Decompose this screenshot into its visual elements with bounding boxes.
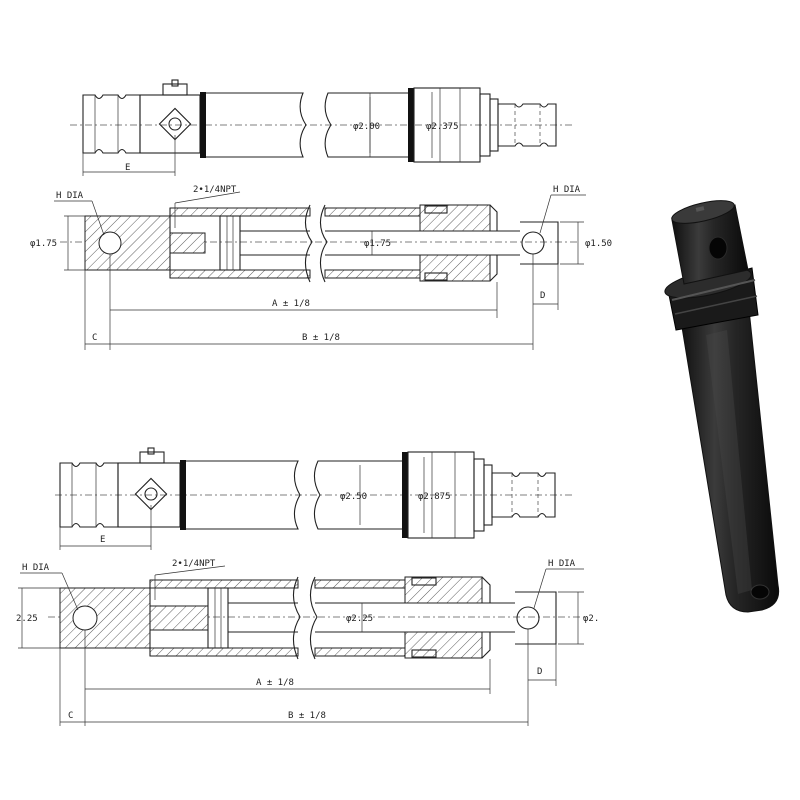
bottom-dim-a: A ± 1/8	[256, 678, 294, 688]
top-side-view: φ2.00 φ2.375 E	[70, 79, 575, 176]
top-dia-gland: φ2.375	[426, 122, 459, 132]
top-dim-e: E	[125, 163, 130, 173]
bottom-h-dia-left: H DIA	[22, 563, 50, 573]
top-section-view: 2•1/4NPT H DIA H DIA φ1.75 φ1.75 φ1.50 A…	[30, 185, 612, 350]
hydraulic-cylinder-photo	[664, 200, 780, 613]
bottom-dia-gland: φ2.875	[418, 492, 451, 502]
bottom-side-view: φ2.50 φ2.875 E	[55, 447, 575, 550]
top-dim-a: A ± 1/8	[272, 299, 310, 309]
bottom-dim-b: B ± 1/8	[288, 711, 326, 721]
top-dim-b: B ± 1/8	[302, 333, 340, 343]
top-dim-c: C	[92, 333, 97, 343]
top-dim-d: D	[540, 291, 545, 301]
bottom-port-label: 2•1/4NPT	[172, 559, 216, 569]
bottom-dim-e: E	[100, 535, 105, 545]
bottom-section-view: 2•1/4NPT H DIA H DIA 2.25 φ2.25 φ2. A ± …	[16, 559, 599, 726]
bottom-dim-d: D	[537, 667, 542, 677]
top-dia-left: φ1.75	[30, 239, 57, 249]
top-h-dia-left: H DIA	[56, 191, 84, 201]
bottom-dia-barrel: φ2.50	[340, 492, 367, 502]
bottom-dia-left: 2.25	[16, 614, 38, 624]
bottom-dia-rod: φ2.25	[346, 614, 373, 624]
bottom-h-dia-right: H DIA	[548, 559, 576, 569]
top-h-dia-right: H DIA	[553, 185, 581, 195]
bottom-dim-c: C	[68, 711, 73, 721]
top-dia-right: φ1.50	[585, 239, 612, 249]
top-dia-rod: φ1.75	[364, 239, 391, 249]
top-dia-barrel: φ2.00	[353, 122, 380, 132]
bottom-dia-right: φ2.	[583, 614, 599, 624]
top-port-label: 2•1/4NPT	[193, 185, 237, 195]
